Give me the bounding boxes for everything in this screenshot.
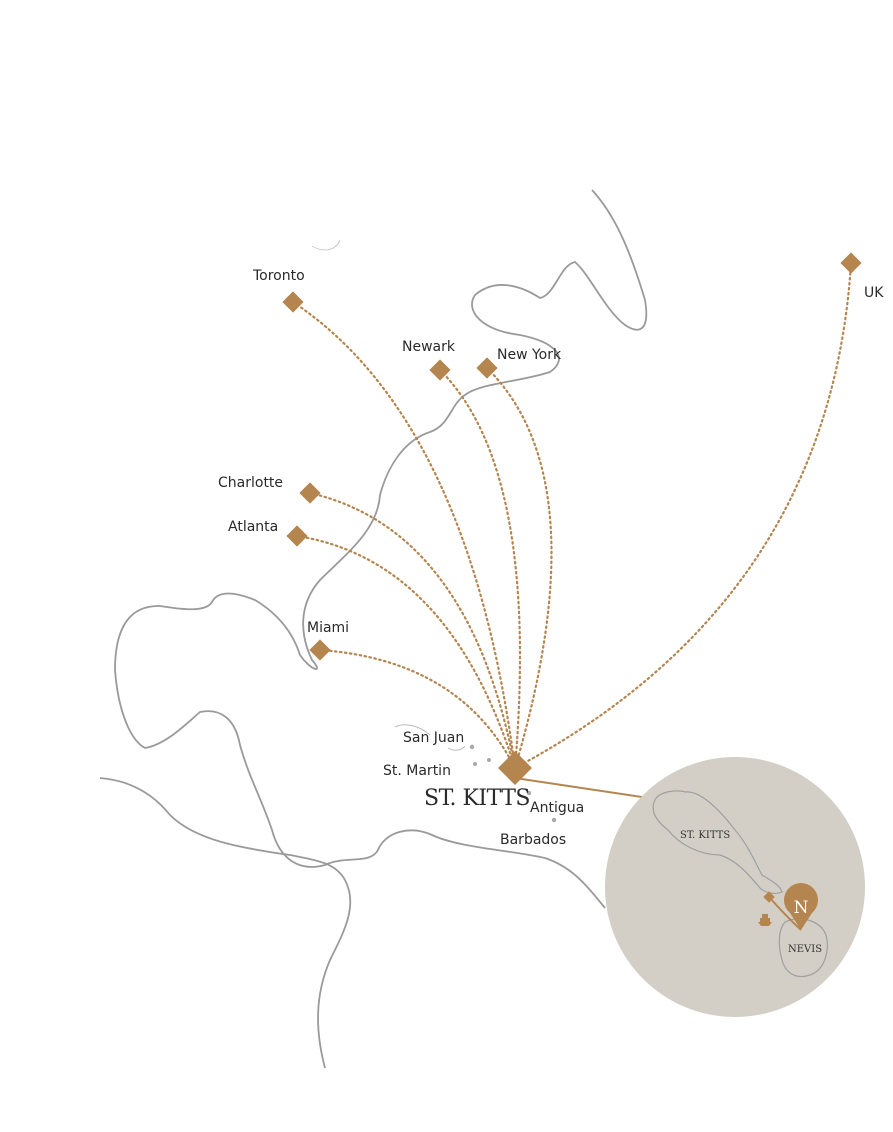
- coastline: [99, 189, 648, 1069]
- label-atlanta: Atlanta: [228, 519, 278, 535]
- island-dots: [469, 744, 557, 823]
- label-hub-st-kitts: ST. KITTS: [424, 786, 530, 811]
- label-miami: Miami: [307, 620, 349, 636]
- ferry-icon: [758, 914, 772, 926]
- label-st-martin: St. Martin: [383, 763, 451, 779]
- route-newark: [438, 368, 522, 770]
- label-uk: UK: [864, 285, 884, 301]
- marker-atlanta[interactable]: [286, 525, 308, 547]
- marker-miami[interactable]: [309, 639, 331, 661]
- marker-charlotte[interactable]: [299, 482, 321, 504]
- inset-route-line: [769, 897, 802, 931]
- marker-uk[interactable]: [840, 252, 862, 274]
- route-uk: [513, 261, 853, 770]
- inset-circle: [605, 757, 865, 1017]
- origin-markers: [282, 252, 862, 661]
- island-dot: [487, 758, 491, 762]
- logo-n: N: [794, 898, 809, 918]
- label-charlotte: Charlotte: [218, 475, 283, 491]
- inset-connector-line: [514, 777, 643, 798]
- label-new-york: New York: [497, 347, 562, 363]
- routes: [291, 261, 853, 770]
- hub-marker[interactable]: [498, 751, 532, 785]
- island-dot-st-martin: [473, 762, 477, 766]
- inset-map: ST. KITTS NEVIS N: [605, 757, 865, 1017]
- route-charlotte: [308, 491, 517, 770]
- route-atlanta: [295, 534, 517, 770]
- location-pin-icon[interactable]: N: [783, 883, 818, 930]
- route-new-york: [485, 366, 553, 770]
- label-san-juan: San Juan: [403, 730, 464, 746]
- island-dot-san-juan: [469, 744, 475, 750]
- label-antigua: Antigua: [530, 800, 584, 816]
- nevis-outline: [778, 918, 828, 978]
- marker-toronto[interactable]: [282, 291, 304, 313]
- inset-label-nevis: NEVIS: [788, 944, 822, 955]
- label-toronto: Toronto: [252, 268, 305, 284]
- island-dot-barbados: [551, 817, 557, 823]
- label-barbados: Barbados: [500, 832, 566, 848]
- route-toronto: [291, 300, 517, 770]
- island-dot-antigua: [526, 790, 532, 796]
- st-kitts-outline: [652, 790, 783, 894]
- label-newark: Newark: [402, 339, 456, 355]
- route-miami: [318, 648, 517, 770]
- inset-label-st-kitts: ST. KITTS: [680, 830, 730, 841]
